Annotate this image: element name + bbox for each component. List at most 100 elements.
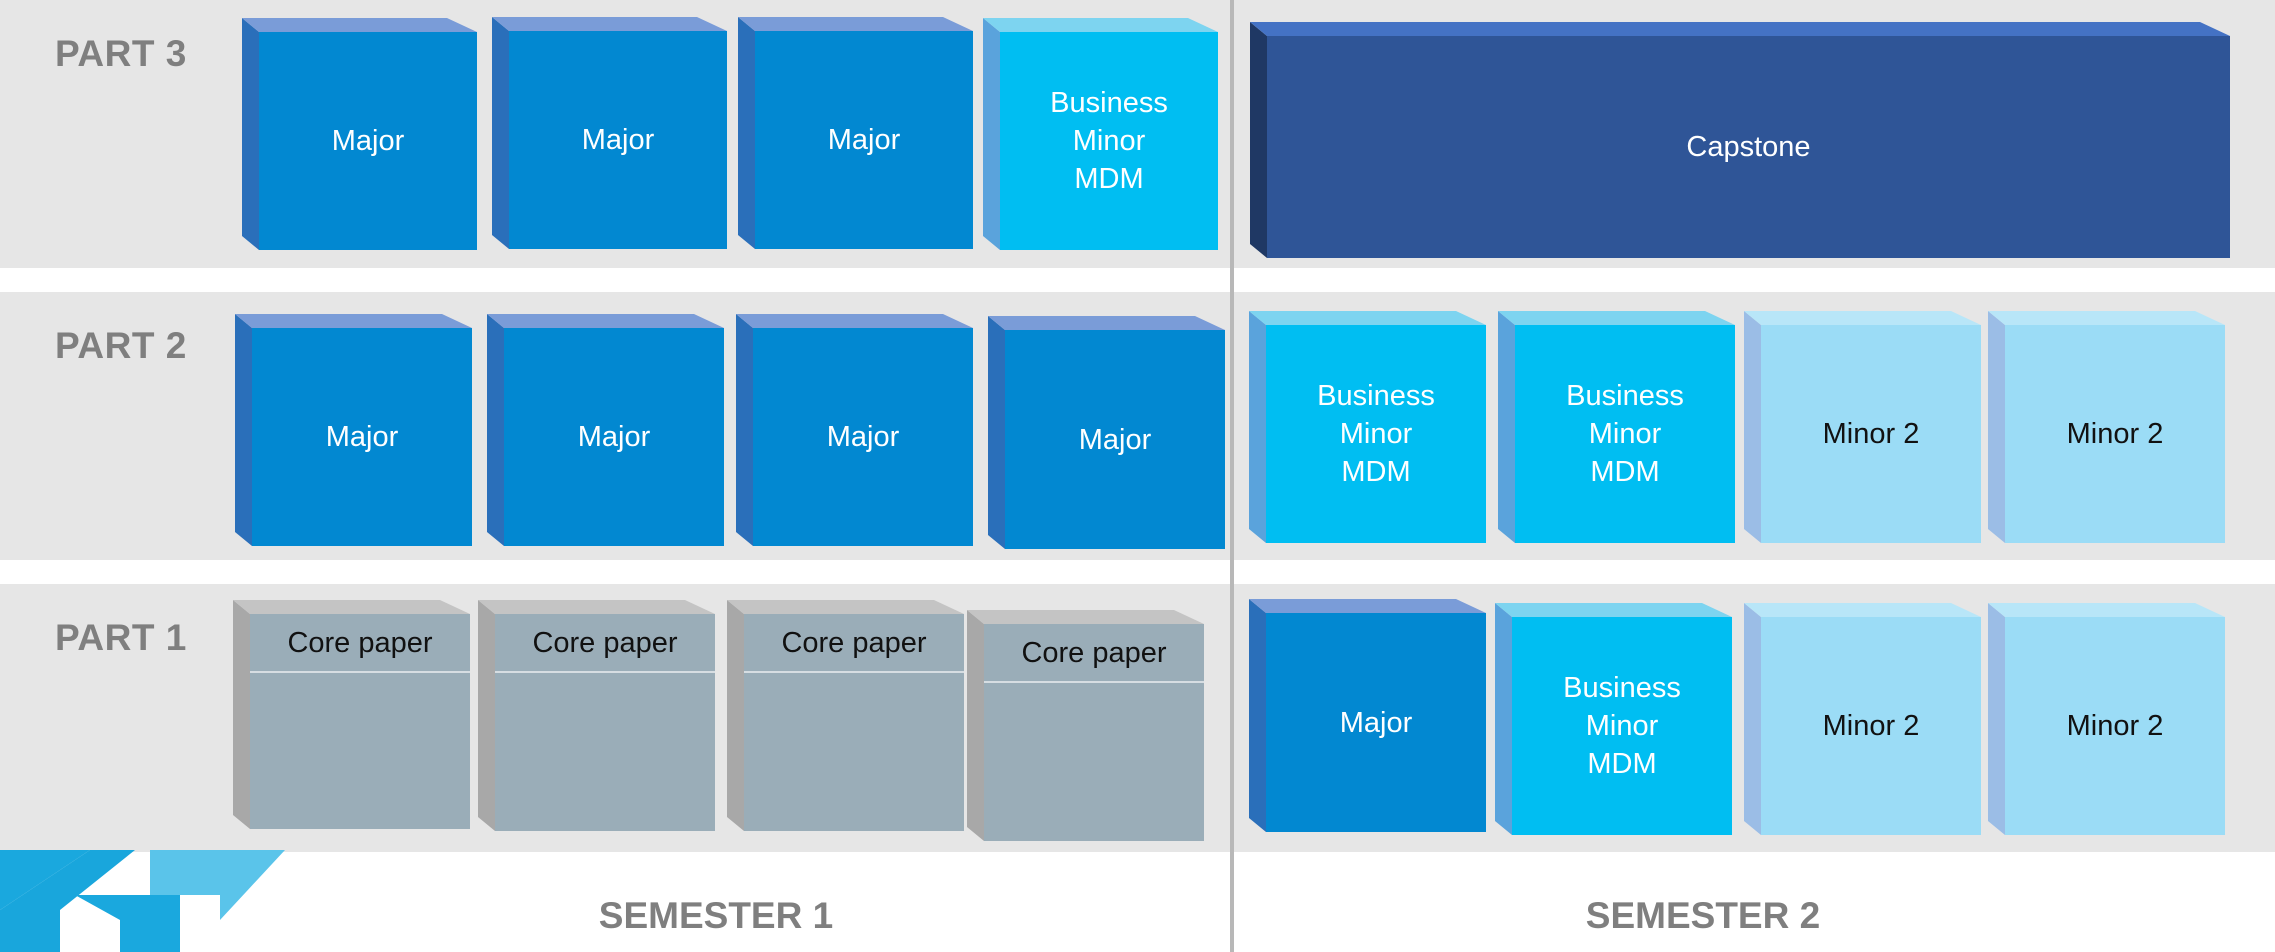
box-top <box>738 17 973 31</box>
box-label: Major <box>252 328 472 546</box>
part2-business-minor-mdm-box-2: Business Minor MDM <box>1498 311 1735 543</box>
box-label: Capstone <box>1267 36 2230 258</box>
box-side <box>492 17 509 249</box>
part2-major-box-3: Major <box>736 314 973 546</box>
part3-major-box-1: Major <box>242 18 477 250</box>
box-top <box>487 314 724 328</box>
box-face: Core paper <box>250 614 470 829</box>
box-label: Major <box>1266 613 1486 832</box>
core-divider-line <box>250 671 470 673</box>
semester-divider <box>1230 0 1234 952</box>
box-top <box>235 314 472 328</box>
box-side <box>988 316 1005 549</box>
box-top <box>1498 311 1735 325</box>
box-side <box>1495 603 1512 835</box>
box-label: Major <box>509 31 727 249</box>
box-top <box>967 610 1204 624</box>
box-side <box>983 18 1000 250</box>
logo-icon <box>0 850 285 952</box>
part1-minor-2-box-2: Minor 2 <box>1988 603 2225 835</box>
part-label-1: PART 1 <box>55 617 187 658</box>
box-top <box>1744 311 1981 325</box>
box-top <box>736 314 973 328</box>
box-side <box>1988 311 2005 543</box>
box-label: Business Minor MDM <box>1000 32 1218 250</box>
part3-business-minor-mdm-box: Business Minor MDM <box>983 18 1218 250</box>
box-label: Minor 2 <box>2005 325 2225 543</box>
box-side <box>478 600 495 831</box>
semester-label-2: SEMESTER 2 <box>1585 895 1821 936</box>
part3-major-box-3: Major <box>738 17 973 249</box>
box-top <box>478 600 715 614</box>
box-top <box>1495 603 1732 617</box>
box-side <box>487 314 504 546</box>
part2-major-box-4: Major <box>988 316 1225 549</box>
core-divider-line <box>984 681 1204 683</box>
box-label: Core paper <box>287 627 433 659</box>
box-side <box>242 18 259 250</box>
part2-major-box-1: Major <box>235 314 472 546</box>
box-side <box>1744 311 1761 543</box>
box-label: Business Minor MDM <box>1515 325 1735 543</box>
part-label-3: PART 3 <box>55 33 187 74</box>
box-side <box>967 610 984 841</box>
box-label: Major <box>753 328 973 546</box>
box-side <box>1249 599 1266 832</box>
box-side <box>736 314 753 546</box>
box-label: Minor 2 <box>1761 617 1981 835</box>
box-side <box>1249 311 1266 543</box>
box-top <box>1744 603 1981 617</box>
box-top <box>727 600 964 614</box>
part1-core-paper-box-1: Core paper <box>233 600 470 829</box>
part1-minor-2-box-1: Minor 2 <box>1744 603 1981 835</box>
box-side <box>727 600 744 831</box>
core-divider-line <box>744 671 964 673</box>
box-label: Major <box>755 31 973 249</box>
box-label: Business Minor MDM <box>1266 325 1486 543</box>
box-label: Major <box>259 32 477 250</box>
box-top <box>233 600 470 614</box>
box-side <box>738 17 755 249</box>
box-top <box>1249 311 1486 325</box>
semester-label-1: SEMESTER 1 <box>598 895 834 936</box>
box-label: Major <box>504 328 724 546</box>
box-top <box>983 18 1218 32</box>
box-side <box>1988 603 2005 835</box>
box-label: Minor 2 <box>1761 325 1981 543</box>
part1-core-paper-box-4: Core paper <box>967 610 1204 841</box>
box-label: Major <box>1005 330 1225 549</box>
part1-core-paper-box-2: Core paper <box>478 600 715 831</box>
box-top <box>242 18 477 32</box>
part1-major-box: Major <box>1249 599 1486 832</box>
box-top <box>1250 22 2230 36</box>
box-top <box>492 17 727 31</box>
box-side <box>1744 603 1761 835</box>
part2-major-box-2: Major <box>487 314 724 546</box>
part2-minor-2-box-1: Minor 2 <box>1744 311 1981 543</box>
part2-business-minor-mdm-box-1: Business Minor MDM <box>1249 311 1486 543</box>
box-top <box>1988 311 2225 325</box>
box-label: Core paper <box>781 627 927 659</box>
box-face: Core paper <box>984 624 1204 841</box>
box-face: Core paper <box>495 614 715 831</box>
box-label: Core paper <box>1021 637 1167 669</box>
box-label: Minor 2 <box>2005 617 2225 835</box>
box-side <box>1250 22 1267 258</box>
box-top <box>988 316 1225 330</box>
part3-capstone-box: Capstone <box>1250 22 2230 258</box>
box-face: Core paper <box>744 614 964 831</box>
core-divider-line <box>495 671 715 673</box>
part3-major-box-2: Major <box>492 17 727 249</box>
box-top <box>1988 603 2225 617</box>
box-side <box>235 314 252 546</box>
part1-business-minor-mdm-box: Business Minor MDM <box>1495 603 1732 835</box>
part1-core-paper-box-3: Core paper <box>727 600 964 831</box>
part2-minor-2-box-2: Minor 2 <box>1988 311 2225 543</box>
box-side <box>1498 311 1515 543</box>
box-top <box>1249 599 1486 613</box>
box-side <box>233 600 250 829</box>
box-label: Core paper <box>532 627 678 659</box>
box-label: Business Minor MDM <box>1512 617 1732 835</box>
part-label-2: PART 2 <box>55 325 187 366</box>
